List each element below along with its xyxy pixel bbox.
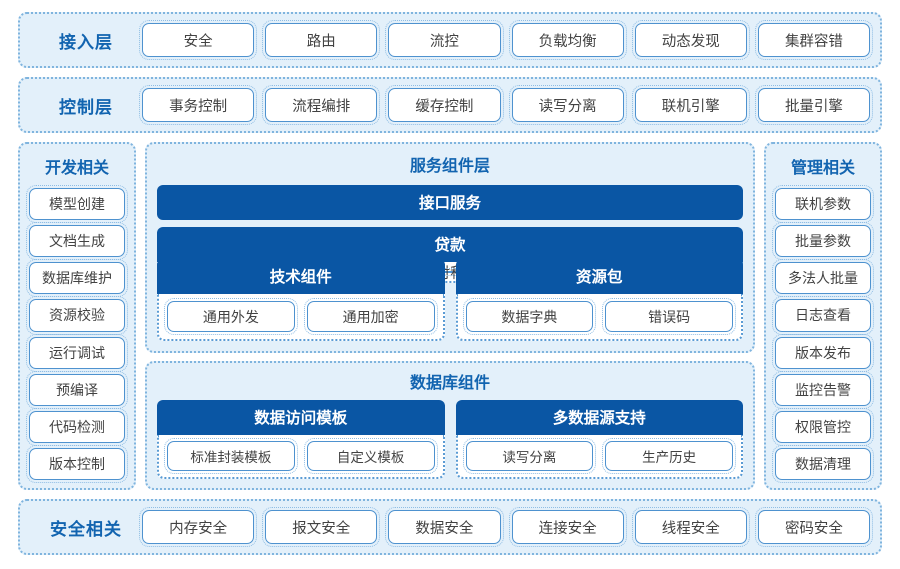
data-access-template-card: 数据访问模板 标准封装模板 自定义模板 [157, 400, 445, 479]
access-layer-item-3[interactable]: 流控 [385, 20, 504, 60]
security-layer-item-5[interactable]: 线程安全 [631, 507, 750, 547]
security-layer-label: 安全相关 [50, 519, 122, 539]
security-layer-items: 内存安全 报文安全 数据安全 连接安全 线程安全 密码安全 [138, 507, 874, 547]
service-layer-panel: 服务组件层 接口服务 贷款 对公 对私 互联网 技术组件 [145, 142, 755, 353]
control-layer-item-1[interactable]: 事务控制 [138, 85, 258, 125]
control-layer-item-6[interactable]: 批量引擎 [754, 85, 874, 125]
access-layer-item-2[interactable]: 路由 [262, 20, 381, 60]
security-layer-item-2[interactable]: 报文安全 [262, 507, 381, 547]
access-layer-item-5[interactable]: 动态发现 [631, 20, 750, 60]
multi-source-items: 读写分离 生产历史 [455, 435, 743, 479]
tech-component-card: 技术组件 通用外发 通用加密 [157, 259, 445, 341]
manage-column-title: 管理相关 [790, 160, 855, 177]
control-layer-item-3[interactable]: 缓存控制 [385, 85, 504, 125]
tech-component-header: 技术组件 [157, 259, 445, 294]
access-layer-item-6[interactable]: 集群容错 [754, 20, 874, 60]
manage-item-6[interactable]: 监控告警 [772, 370, 874, 409]
data-access-template-items: 标准封装模板 自定义模板 [157, 435, 445, 479]
access-layer-item-1[interactable]: 安全 [138, 20, 258, 60]
db-layer-panel: 数据库组件 数据访问模板 标准封装模板 自定义模板 多数据源支持 读写分离 生 [145, 361, 755, 490]
data-access-template-header: 数据访问模板 [157, 400, 445, 435]
manage-item-5[interactable]: 版本发布 [772, 333, 874, 372]
service-layer-title: 服务组件层 [409, 158, 490, 175]
resource-package-card: 资源包 数据字典 错误码 [455, 259, 743, 341]
dev-item-3[interactable]: 数据库维护 [26, 259, 128, 298]
dev-item-7[interactable]: 代码检测 [26, 407, 128, 446]
multi-source-item-2[interactable]: 生产历史 [602, 438, 736, 474]
dev-item-4[interactable]: 资源校验 [26, 296, 128, 335]
resource-package-item-2[interactable]: 错误码 [602, 298, 736, 335]
resource-package-item-1[interactable]: 数据字典 [462, 298, 597, 335]
manage-item-3[interactable]: 多法人批量 [772, 259, 874, 298]
db-layer-title: 数据库组件 [409, 375, 490, 392]
center-column: 服务组件层 接口服务 贷款 对公 对私 互联网 技术组件 [145, 142, 755, 490]
control-layer-item-2[interactable]: 流程编排 [262, 85, 381, 125]
control-layer-items: 事务控制 流程编排 缓存控制 读写分离 联机引擎 批量引擎 [138, 85, 874, 125]
control-layer-item-4[interactable]: 读写分离 [508, 85, 627, 125]
access-layer-item-4[interactable]: 负载均衡 [508, 20, 627, 60]
loan-card: 贷款 对公 对私 互联网 [157, 227, 743, 283]
security-layer-item-4[interactable]: 连接安全 [508, 507, 627, 547]
dev-item-5[interactable]: 运行调试 [26, 333, 128, 372]
security-layer-item-6[interactable]: 密码安全 [754, 507, 874, 547]
access-layer-row: 接入层 安全 路由 流控 负载均衡 动态发现 集群容错 [18, 12, 882, 68]
dev-column-title: 开发相关 [44, 160, 109, 177]
middle-band: 开发相关 模型创建 文档生成 数据库维护 资源校验 运行调试 预编译 代码检测 … [18, 142, 882, 490]
control-layer-row: 控制层 事务控制 流程编排 缓存控制 读写分离 联机引擎 批量引擎 [18, 77, 882, 133]
manage-item-7[interactable]: 权限管控 [772, 407, 874, 446]
data-access-template-item-2[interactable]: 自定义模板 [303, 438, 438, 474]
dev-item-1[interactable]: 模型创建 [26, 184, 128, 224]
tech-component-items: 通用外发 通用加密 [157, 294, 445, 341]
tech-component-item-1[interactable]: 通用外发 [164, 298, 298, 335]
resource-package-items: 数据字典 错误码 [455, 294, 743, 341]
dev-item-8[interactable]: 版本控制 [26, 444, 128, 484]
db-cards-row: 数据访问模板 标准封装模板 自定义模板 多数据源支持 读写分离 生产历史 [157, 400, 743, 479]
manage-item-4[interactable]: 日志查看 [772, 296, 874, 335]
access-layer-items: 安全 路由 流控 负载均衡 动态发现 集群容错 [138, 20, 874, 60]
data-access-template-item-1[interactable]: 标准封装模板 [164, 438, 298, 474]
tech-resource-row: 技术组件 通用外发 通用加密 资源包 数据字典 错误码 [157, 259, 743, 341]
interface-service-bar[interactable]: 接口服务 [157, 185, 743, 220]
multi-source-header: 多数据源支持 [455, 400, 743, 435]
security-layer-item-1[interactable]: 内存安全 [138, 507, 258, 547]
dev-column: 开发相关 模型创建 文档生成 数据库维护 资源校验 运行调试 预编译 代码检测 … [18, 142, 136, 490]
manage-item-8[interactable]: 数据清理 [772, 444, 874, 484]
manage-column: 管理相关 联机参数 批量参数 多法人批量 日志查看 版本发布 监控告警 权限管控… [764, 142, 882, 490]
manage-item-1[interactable]: 联机参数 [772, 184, 874, 224]
dev-item-6[interactable]: 预编译 [26, 370, 128, 409]
security-layer-item-3[interactable]: 数据安全 [385, 507, 504, 547]
access-layer-label: 接入层 [59, 32, 113, 52]
multi-source-item-1[interactable]: 读写分离 [462, 438, 597, 474]
control-layer-label: 控制层 [59, 97, 113, 117]
resource-package-header: 资源包 [455, 259, 743, 294]
security-layer-row: 安全相关 内存安全 报文安全 数据安全 连接安全 线程安全 密码安全 [18, 499, 882, 555]
manage-item-2[interactable]: 批量参数 [772, 222, 874, 261]
multi-source-card: 多数据源支持 读写分离 生产历史 [455, 400, 743, 479]
control-layer-item-5[interactable]: 联机引擎 [631, 85, 750, 125]
tech-component-item-2[interactable]: 通用加密 [303, 298, 438, 335]
loan-header: 贷款 [157, 227, 743, 262]
dev-item-2[interactable]: 文档生成 [26, 222, 128, 261]
